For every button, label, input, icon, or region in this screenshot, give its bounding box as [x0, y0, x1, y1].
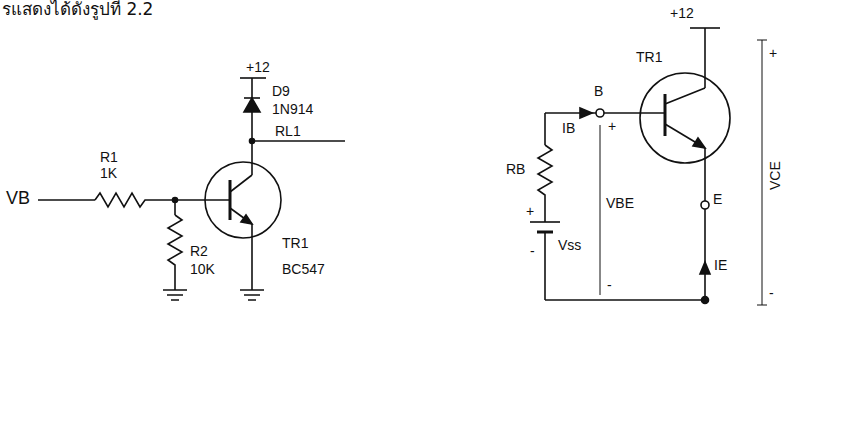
junction-dot — [702, 297, 709, 304]
resistor-symbol — [95, 193, 150, 207]
current-arrow — [580, 108, 592, 118]
circuit-label: - — [530, 244, 535, 259]
resistor-symbol — [168, 215, 182, 290]
collector-lead — [665, 88, 705, 104]
circuit-label: RL1 — [275, 124, 301, 139]
circuit-label: BC547 — [282, 262, 325, 277]
wire — [704, 28, 706, 88]
ground-symbol — [163, 290, 187, 300]
relay-wire — [252, 140, 345, 142]
junction-dot — [250, 139, 255, 144]
battery-plate — [530, 221, 560, 223]
circuit-label: +12 — [670, 6, 694, 21]
circuit-label: - — [607, 278, 612, 293]
emitter-lead — [665, 124, 705, 148]
voltage-marker — [757, 40, 767, 41]
current-arrow — [700, 262, 710, 274]
wire — [704, 148, 706, 201]
circuit-label: TR1 — [282, 236, 308, 251]
wire — [604, 112, 665, 114]
circuit-label: IE — [714, 258, 727, 273]
circuit-label: + — [608, 119, 616, 134]
circuit-label: VBE — [606, 196, 634, 211]
circuit-label: VB — [6, 189, 30, 209]
circuit-label: 1K — [100, 166, 117, 181]
wire — [150, 199, 230, 201]
circuit-label: + — [769, 46, 777, 61]
right-circuit — [530, 28, 767, 305]
circuit-label: 10K — [190, 262, 215, 277]
terminal — [701, 201, 709, 209]
base-bar — [664, 94, 667, 136]
ground-wire — [545, 299, 705, 301]
wire — [544, 232, 546, 300]
circuit-label: 1N914 — [272, 102, 313, 117]
circuit-label: R1 — [100, 150, 118, 165]
left-circuit — [38, 78, 345, 300]
circuit-label: D9 — [272, 84, 290, 99]
resistor-symbol — [538, 145, 552, 222]
circuit-label: VCE — [768, 161, 783, 190]
wire — [251, 78, 253, 98]
circuit-label: รแสดงได้ดังรูปที่ 2.2 — [2, 0, 153, 19]
ground-symbol — [240, 290, 264, 300]
transistor-symbol — [640, 73, 730, 163]
circuit-label: - — [769, 286, 774, 301]
circuit-label: B — [594, 84, 603, 99]
supply-bar — [240, 77, 266, 79]
wire — [544, 113, 546, 145]
wire — [38, 199, 95, 201]
diode-symbol — [244, 98, 260, 112]
wire — [704, 209, 706, 300]
voltage-marker — [762, 40, 763, 305]
emitter-arrow — [693, 138, 705, 148]
circuit-label: R2 — [190, 244, 208, 259]
circuit-label: +12 — [246, 60, 270, 75]
circuit-label: IB — [562, 121, 575, 136]
voltage-marker — [600, 125, 601, 295]
wire — [174, 200, 176, 215]
circuit-label: Vss — [558, 238, 581, 253]
circuit-label: RB — [506, 162, 525, 177]
emitter-arrow — [241, 215, 252, 224]
circuit-label: TR1 — [636, 50, 662, 65]
voltage-marker — [757, 305, 767, 306]
emitter-lead — [230, 208, 252, 224]
terminal — [596, 109, 604, 117]
collector-lead — [230, 175, 252, 192]
circuit-label: E — [713, 192, 722, 207]
circuit-label: + — [526, 204, 534, 219]
wire — [251, 224, 253, 290]
